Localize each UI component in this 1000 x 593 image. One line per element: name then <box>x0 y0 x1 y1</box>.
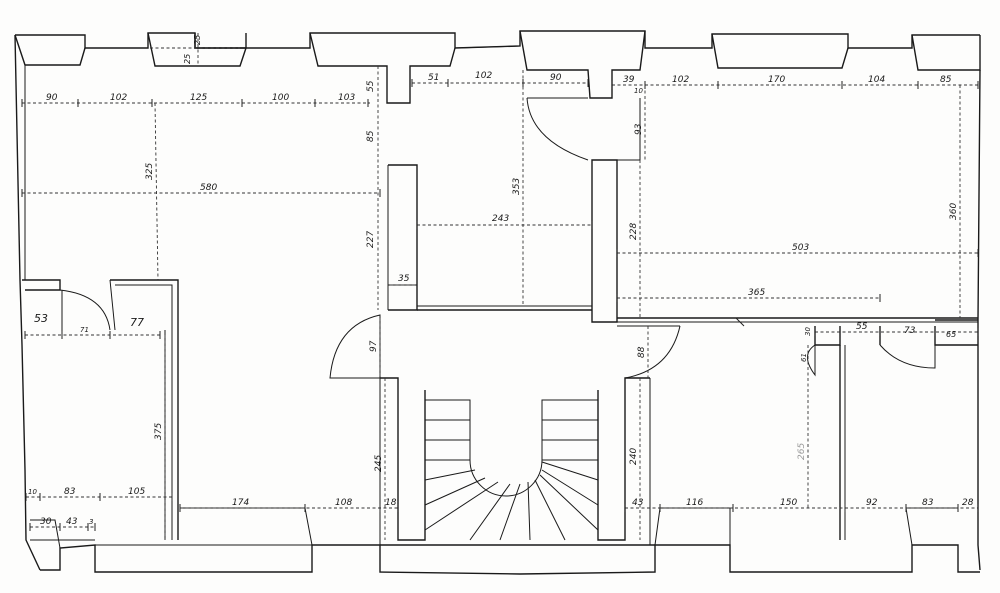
dim-label: 65 <box>946 330 956 339</box>
dim-label: 25 <box>193 35 202 45</box>
dim-label: 116 <box>686 498 703 508</box>
dim-label: 43 <box>632 498 644 508</box>
dim-label: 90 <box>550 73 562 83</box>
dim-label: 85 <box>366 130 376 142</box>
dimension-lines <box>21 33 979 540</box>
dim-label: 102 <box>672 75 689 85</box>
dim-label: 360 <box>949 203 959 220</box>
dim-label: 125 <box>190 93 207 103</box>
dim-label: 102 <box>475 71 492 81</box>
dim-label: 93 <box>634 123 644 135</box>
dim-label: 375 <box>154 423 164 440</box>
dim-label: 228 <box>629 223 639 240</box>
dim-label: 103 <box>338 93 355 103</box>
dim-label: 245 <box>374 455 384 472</box>
dim-label: 325 <box>145 163 155 180</box>
dim-label: 85 <box>940 75 952 85</box>
dim-label: 61 <box>800 353 808 362</box>
dim-label: 10 <box>634 87 643 95</box>
dim-label: 88 <box>637 346 647 358</box>
dim-label: 92 <box>866 498 878 508</box>
dim-label: 18 <box>385 498 397 508</box>
dim-label: 83 <box>922 498 934 508</box>
dim-label: 174 <box>232 498 249 508</box>
staircase <box>424 399 599 541</box>
dim-label: 35 <box>398 274 410 284</box>
dim-label: 73 <box>904 326 916 336</box>
dim-label: 240 <box>629 448 639 465</box>
dim-label: 55 <box>856 322 868 332</box>
dim-label: 83 <box>64 487 76 497</box>
dim-label: 51 <box>428 73 439 83</box>
dim-label: 43 <box>66 517 78 527</box>
dim-label: 10 <box>28 488 37 496</box>
dim-label: 243 <box>492 214 509 224</box>
dim-label: 97 <box>369 340 379 352</box>
dim-label: 265 <box>797 443 807 460</box>
dimension-labels: 90 102 125 100 103 51 102 90 39 102 170 … <box>28 35 974 527</box>
dim-label: 503 <box>792 243 809 253</box>
dim-label: 25 <box>183 54 192 64</box>
dim-label: 39 <box>623 75 635 85</box>
dim-label: 28 <box>962 498 974 508</box>
dim-label: 580 <box>200 183 217 193</box>
dim-label: 102 <box>110 93 127 103</box>
dim-label: 150 <box>780 498 797 508</box>
dim-label: 71 <box>80 326 89 334</box>
dim-label: 55 <box>366 80 376 92</box>
dim-label: 77 <box>130 316 144 329</box>
dim-label: 30 <box>40 517 52 527</box>
dim-label: 100 <box>272 93 289 103</box>
dim-label: 170 <box>768 75 785 85</box>
dim-label: 104 <box>868 75 885 85</box>
dim-label: 353 <box>512 178 522 195</box>
dim-label: 90 <box>46 93 58 103</box>
outer-walls <box>14 30 981 575</box>
dim-label: 108 <box>335 498 352 508</box>
dim-label: 105 <box>128 487 145 497</box>
dim-label: 365 <box>748 288 765 298</box>
doors <box>59 97 936 379</box>
dim-label: 53 <box>34 312 48 325</box>
dim-label: 3 <box>89 518 93 526</box>
dim-label: 227 <box>366 231 376 248</box>
dim-label: 30 <box>804 327 812 336</box>
